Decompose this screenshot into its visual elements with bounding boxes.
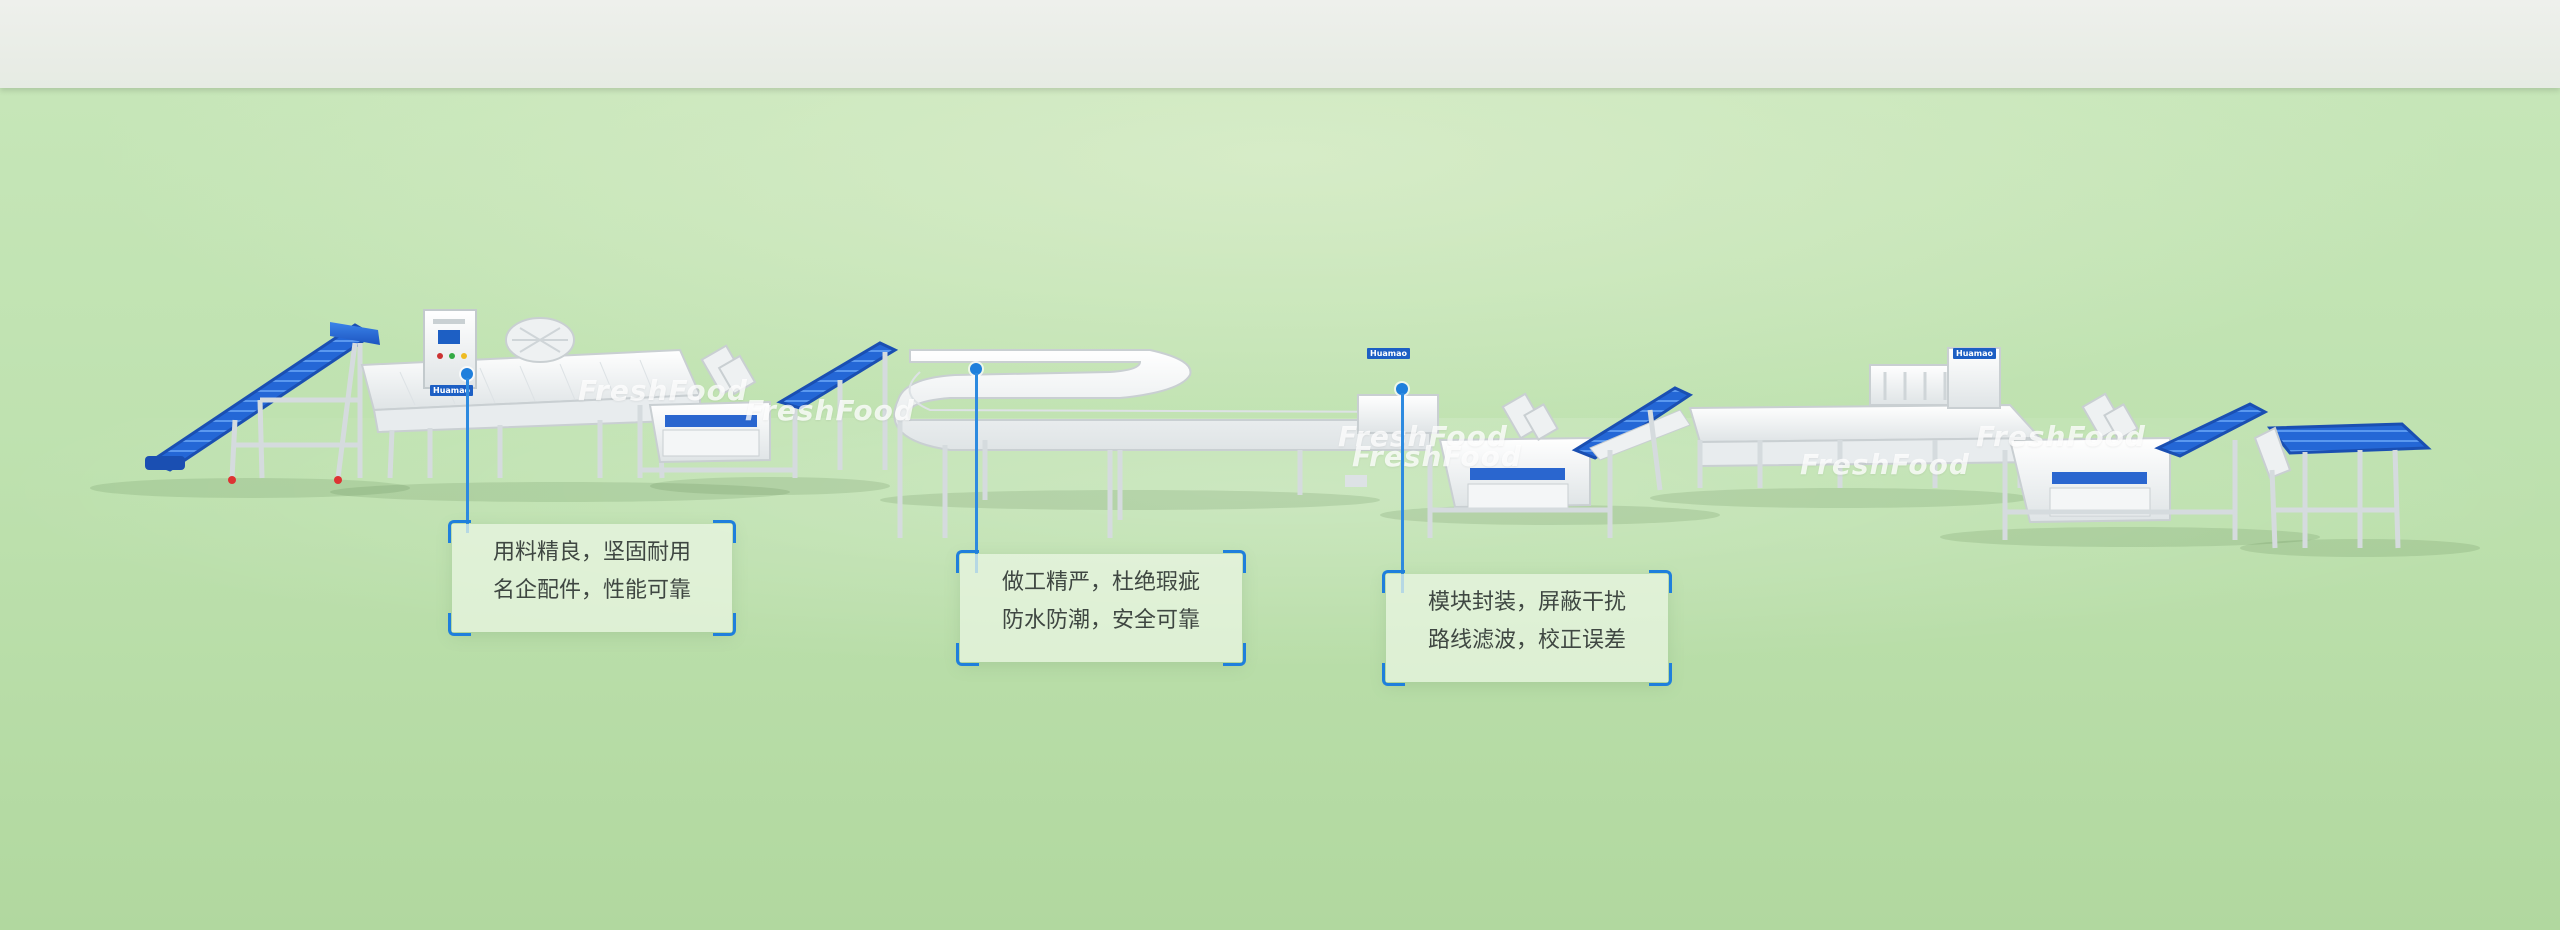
- callout-anchor-dot: [461, 368, 473, 380]
- callout-leader-line: [1401, 393, 1404, 593]
- callout-leader-line: [975, 373, 978, 573]
- incline-conveyor-2: [776, 341, 899, 470]
- callout-line: 模块封装，屏蔽干扰: [1427, 590, 1626, 615]
- serpentine-flume: [893, 349, 1439, 538]
- inclined-elevator: [145, 322, 380, 484]
- hero-stage: Huamao Huamao Huamao FreshFood FreshFood…: [0, 88, 2560, 930]
- watermark: FreshFood: [1338, 420, 1508, 453]
- feature-callout-craftsmanship: 做工精严，杜绝瑕疵 防水防潮，安全可靠: [956, 550, 1246, 666]
- callout-leader-line: [466, 378, 469, 533]
- callout-line: 路线滤波，校正误差: [1427, 628, 1626, 653]
- watermark: FreshFood: [578, 374, 748, 407]
- watermark: FreshFood: [1800, 448, 1970, 481]
- dewatering-unit-3: [2002, 392, 2269, 540]
- top-band: [0, 0, 2560, 88]
- feature-callout-materials: 用料精良，坚固耐用 名企配件，性能可靠: [448, 520, 736, 636]
- watermark: FreshFood: [1352, 440, 1522, 473]
- callout-line: 用料精良，坚固耐用: [492, 540, 691, 565]
- callout-line: 名企配件，性能可靠: [492, 578, 691, 603]
- production-line-illustration: [90, 309, 2480, 557]
- final-flat-conveyor: [2253, 422, 2432, 549]
- dewatering-unit-2: [1427, 386, 1694, 538]
- brand-logo-badge: Huamao: [1953, 348, 1997, 359]
- brand-logo-badge: Huamao: [430, 385, 474, 396]
- watermark: FreshFood: [1976, 420, 2146, 453]
- dewatering-unit-1: [637, 344, 798, 478]
- watermark: FreshFood: [745, 394, 915, 427]
- callout-anchor-dot: [970, 363, 982, 375]
- callout-anchor-dot: [1396, 383, 1408, 395]
- brand-logo-badge: Huamao: [1367, 348, 1411, 359]
- feature-callout-electronics: 模块封装，屏蔽干扰 路线滤波，校正误差: [1382, 570, 1672, 686]
- callout-line: 防水防潮，安全可靠: [1001, 608, 1200, 633]
- callout-line: 做工精严，杜绝瑕疵: [1001, 570, 1200, 595]
